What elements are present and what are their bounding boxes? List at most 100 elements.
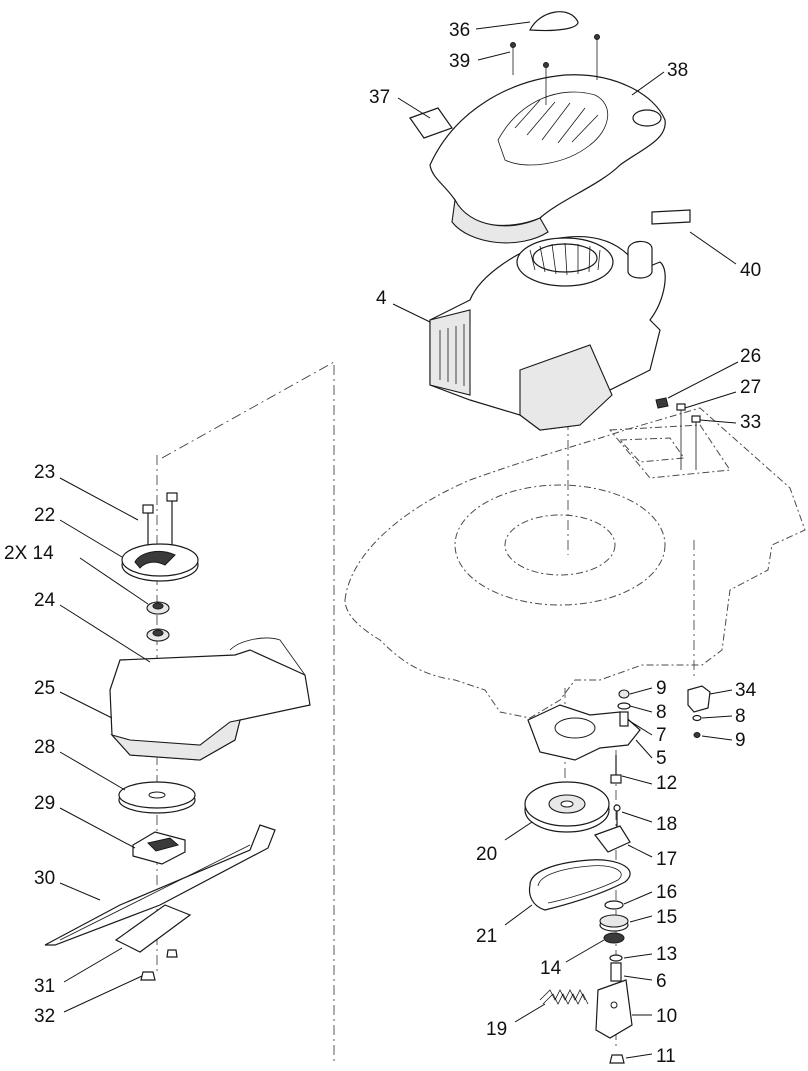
callout-4: 4 [376, 288, 431, 323]
callout-label: 8 [656, 702, 667, 723]
engine-shroud [429, 74, 666, 244]
callout-label: 16 [656, 882, 677, 903]
belt-21 [528, 859, 631, 911]
callout-20: 20 [476, 821, 533, 865]
callout-label: 7 [656, 725, 667, 746]
callout-14: 14 [540, 939, 605, 979]
callout-23: 23 [34, 462, 139, 521]
callout-22: 22 [34, 505, 123, 558]
arm-17 [594, 825, 631, 853]
callout-label: 12 [656, 773, 677, 794]
mower-deck-outline [344, 407, 806, 719]
spring-19 [539, 989, 589, 1005]
callout-label: 8 [735, 706, 746, 727]
callout-label: 24 [34, 590, 56, 611]
blade-30 [44, 824, 276, 946]
callout-18: 18 [621, 811, 677, 835]
callout-39: 39 [449, 51, 511, 72]
callout-6: 6 [623, 971, 667, 992]
callout-25: 25 [34, 678, 113, 719]
callout-label: 10 [656, 1006, 677, 1027]
callout-2x14: 2X 14 [4, 543, 149, 605]
callout-label: 21 [476, 926, 497, 947]
callout-11: 11 [625, 1046, 676, 1067]
callout-38: 38 [631, 60, 688, 96]
callout-label: 6 [656, 971, 667, 992]
callout-label: 34 [735, 680, 757, 701]
callout-37: 37 [369, 87, 431, 119]
pulley-20 [524, 781, 610, 833]
engine [429, 236, 666, 431]
nuts-32 [140, 949, 178, 981]
callout-label: 37 [369, 87, 390, 108]
pivot-hardware [610, 689, 631, 840]
callout-21: 21 [476, 904, 533, 947]
idler-bracket-5 [527, 704, 641, 761]
callout-36: 36 [449, 20, 531, 41]
callout-label: 4 [376, 288, 387, 309]
callout-15: 15 [629, 907, 677, 928]
callout-24: 24 [34, 590, 151, 663]
callout-label: 36 [449, 20, 470, 41]
callout-label: 31 [34, 976, 55, 997]
callout-32: 32 [34, 975, 143, 1027]
callout-29: 29 [34, 793, 136, 849]
callout-40: 40 [689, 231, 761, 281]
blade-disk-28 [118, 781, 196, 814]
callout-label: 33 [740, 412, 761, 433]
callout-label: 15 [656, 907, 677, 928]
keeper-34 [687, 685, 711, 738]
callout-30: 30 [34, 868, 101, 901]
callout-27: 27 [684, 377, 761, 409]
callout-label: 13 [656, 944, 677, 965]
callout-8-upper: 8 [629, 702, 667, 723]
callout-label: 25 [34, 678, 55, 699]
callout-label: 38 [667, 60, 688, 81]
callout-28: 28 [34, 737, 126, 791]
callout-33: 33 [699, 412, 761, 433]
blade-adapter-plate [121, 543, 199, 582]
callout-10: 10 [632, 1006, 677, 1027]
callout-label: 11 [656, 1046, 676, 1067]
callout-label: 9 [735, 730, 746, 751]
blade-adapter-29 [132, 831, 186, 865]
callout-label: 5 [656, 748, 667, 769]
shroud-foam-pad [409, 107, 453, 139]
callout-label: 17 [656, 849, 677, 870]
bearings [146, 601, 170, 642]
callout-13: 13 [623, 944, 677, 965]
callout-label: 27 [740, 377, 761, 398]
bracket-10 [595, 979, 633, 1039]
callout-label: 30 [34, 868, 55, 889]
stiffener-31 [114, 904, 192, 953]
spacer-16-15 [599, 900, 629, 944]
deck-hardware [655, 397, 701, 470]
shroud-screws [510, 34, 600, 105]
callout-34: 34 [709, 680, 757, 701]
callout-label: 22 [34, 505, 55, 526]
callout-9-upper: 9 [629, 678, 667, 699]
callout-label: 26 [740, 346, 761, 367]
callout-19: 19 [486, 1003, 546, 1040]
callout-label: 29 [34, 793, 55, 814]
callout-label: 9 [656, 678, 667, 699]
callout-label: 32 [34, 1006, 55, 1027]
callout-8-lower: 8 [701, 706, 746, 727]
callout-7: 7 [627, 719, 667, 746]
callout-label: 40 [740, 260, 761, 281]
callout-label: 23 [34, 462, 55, 483]
callout-12: 12 [621, 773, 677, 794]
callout-label: 19 [486, 1019, 507, 1040]
callout-label: 39 [449, 51, 470, 72]
callout-17: 17 [627, 844, 677, 870]
callout-26: 26 [667, 346, 761, 399]
callout-9-lower: 9 [701, 730, 746, 751]
callout-16: 16 [623, 882, 677, 905]
callout-label: 2X 14 [4, 543, 54, 564]
callout-label: 14 [540, 958, 562, 979]
nut-11 [609, 1054, 625, 1064]
callout-label: 28 [34, 737, 55, 758]
callout-31: 31 [34, 947, 123, 997]
shroud-emblem [529, 11, 579, 32]
